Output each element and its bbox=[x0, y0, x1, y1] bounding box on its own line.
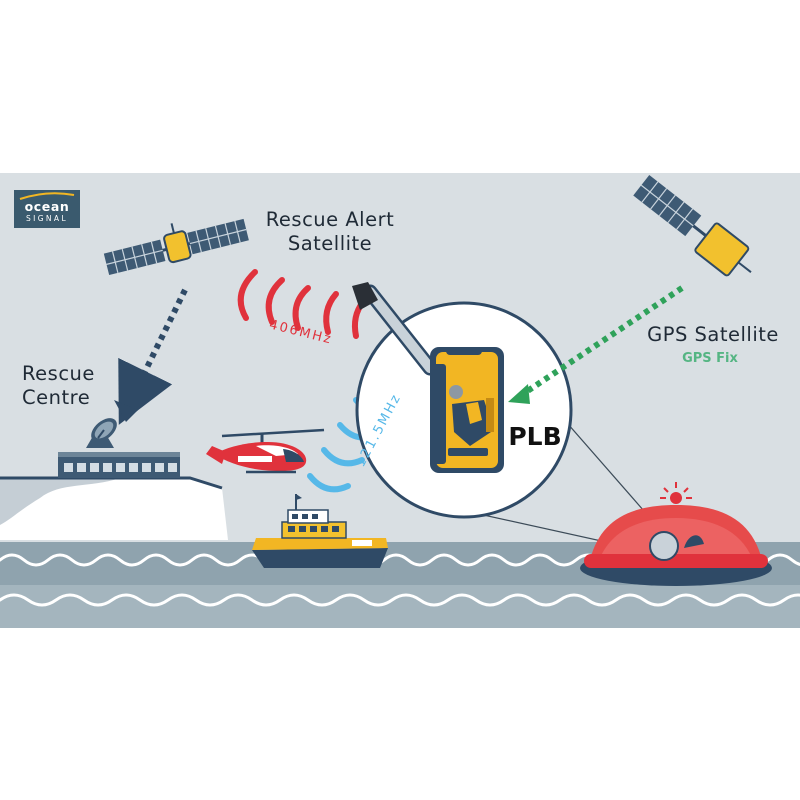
plb-label: PLB bbox=[508, 422, 562, 451]
cliff bbox=[0, 476, 228, 540]
gps-satellite-label: GPS Satellite bbox=[647, 323, 779, 346]
gps-fix-arrow bbox=[524, 285, 684, 395]
rescue-centre-building bbox=[58, 452, 180, 478]
gps-arrowhead bbox=[508, 384, 530, 404]
lifeboat-icon bbox=[252, 494, 388, 568]
rescue-alert-satellite-label: Rescue Alert Satellite bbox=[265, 208, 395, 255]
liferaft-icon bbox=[580, 482, 772, 586]
helicopter-icon bbox=[206, 428, 325, 474]
centre-arrowhead bbox=[114, 400, 138, 422]
rescue-satellite-icon bbox=[103, 218, 249, 276]
satellite-to-centre-arrow bbox=[118, 288, 188, 425]
sea-lower bbox=[0, 585, 800, 628]
logo-swoosh-icon bbox=[19, 192, 75, 200]
gps-fix-label: GPS Fix bbox=[682, 351, 738, 366]
gps-satellite-icon bbox=[633, 174, 752, 277]
radar-dish-icon bbox=[86, 418, 117, 448]
ocean-signal-logo: ocean SIGNAL bbox=[14, 190, 80, 228]
logo-line1: ocean bbox=[24, 199, 70, 214]
logo-line2: SIGNAL bbox=[25, 214, 69, 223]
plb-device-icon bbox=[352, 282, 504, 473]
rescue-centre-label: Rescue Centre bbox=[22, 362, 95, 409]
